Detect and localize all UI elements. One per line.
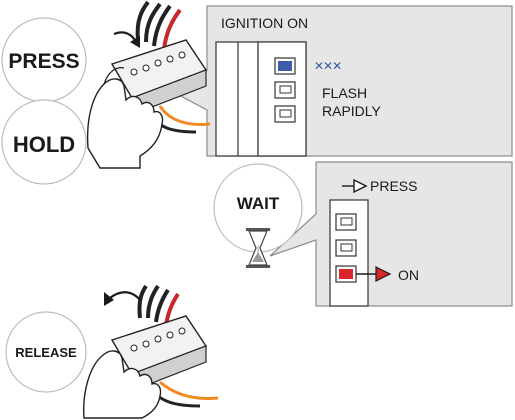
- press-label: PRESS: [8, 50, 79, 73]
- hourglass-icon: [246, 228, 270, 268]
- hand-pressing-module-illustration: [86, 0, 211, 169]
- on-arrow-icon: [356, 266, 392, 282]
- hold-label: HOLD: [13, 132, 75, 157]
- led-off-1: [274, 81, 296, 99]
- release-label: RELEASE: [15, 345, 77, 360]
- press-legend-label: PRESS: [370, 178, 417, 194]
- curved-arrow-down-icon: [113, 31, 140, 48]
- hand-releasing-module-illustration: [82, 284, 219, 419]
- led-status-line1: FLASH: [322, 85, 367, 101]
- press-arrow-icon: [342, 178, 368, 194]
- press-hold-badge: [1, 17, 87, 185]
- release-badge: [5, 311, 87, 393]
- led-blue-flashing: [274, 57, 296, 75]
- flash-icon: ✕✕✕: [314, 59, 341, 73]
- led-red-on: [335, 265, 357, 283]
- led-off-2: [274, 105, 296, 123]
- on-label: ON: [398, 267, 419, 283]
- module-illustration-mid: [329, 199, 369, 307]
- led-status-line2: RAPIDLY: [322, 103, 382, 119]
- wait-label: WAIT: [237, 194, 280, 213]
- ignition-title: IGNITION ON: [221, 15, 308, 31]
- ignition-callout: [156, 5, 513, 157]
- curved-arrow-up-icon: [104, 291, 141, 306]
